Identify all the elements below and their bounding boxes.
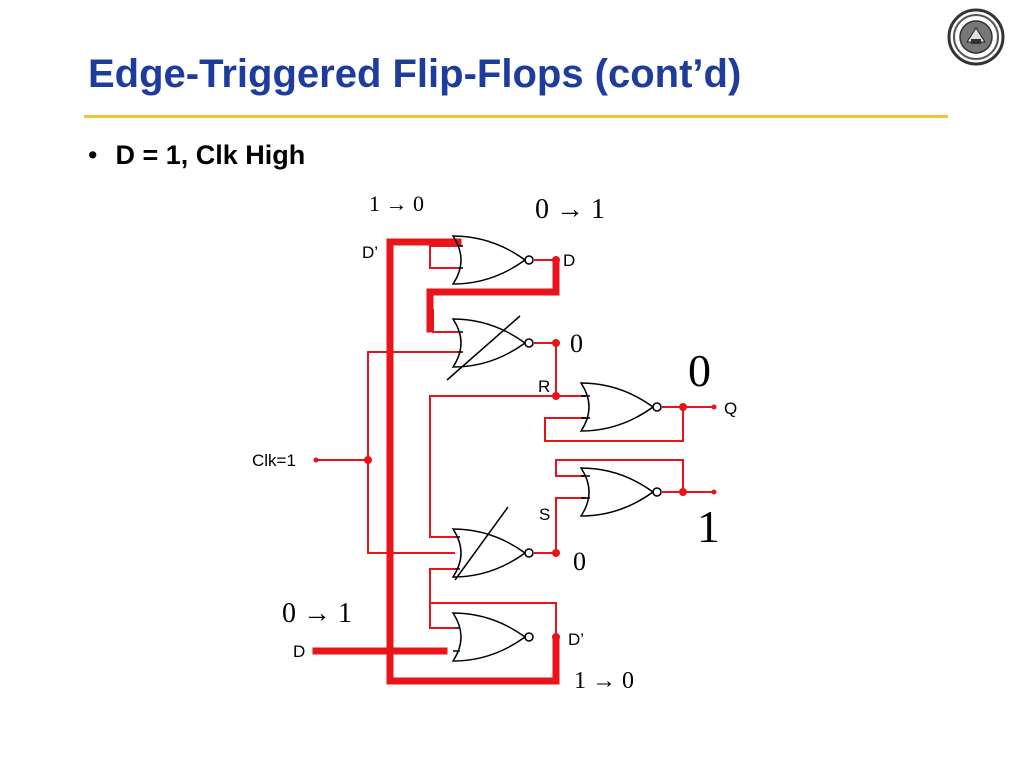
value-bottom-transition: 1 → 0: [574, 668, 634, 694]
nor-gate-qbar: [579, 467, 662, 517]
value-top-right-transition: 0 → 1: [535, 194, 605, 225]
junction-dots: [313, 256, 717, 654]
nor-gate-4: [451, 612, 534, 662]
label-d-prime-bottom: D’: [568, 630, 584, 649]
bullet-item: • D = 1, Clk High: [88, 140, 305, 171]
university-seal-icon: [947, 8, 1005, 66]
value-q: 0: [688, 345, 711, 396]
bullet-dot: •: [88, 140, 98, 170]
label-q: Q: [724, 399, 737, 418]
value-top-left-transition: 1 → 0: [369, 191, 424, 216]
nor-gate-q: [579, 382, 662, 432]
label-d-prime-top: D’: [362, 243, 378, 262]
label-d-input: D: [293, 642, 305, 661]
value-gate3-output: 0: [573, 547, 586, 576]
slide-title: Edge-Triggered Flip-Flops (cont’d): [88, 52, 742, 96]
nor-gate-1: [451, 235, 534, 285]
thin-wires: [316, 245, 714, 637]
value-d-input-transition: 0 → 1: [282, 598, 352, 629]
thick-wires: [312, 238, 560, 685]
nor-gate-3: [451, 506, 534, 581]
label-d-top: D: [563, 251, 575, 270]
bullet-text: D = 1, Clk High: [115, 140, 306, 170]
label-clk: Clk=1: [252, 451, 296, 470]
title-divider: [84, 115, 948, 118]
label-s: S: [539, 505, 550, 524]
label-r: R: [538, 377, 550, 396]
nor-gate-2: [446, 315, 534, 381]
value-gate2-output: 0: [570, 329, 583, 358]
value-qbar: 1: [697, 501, 720, 552]
